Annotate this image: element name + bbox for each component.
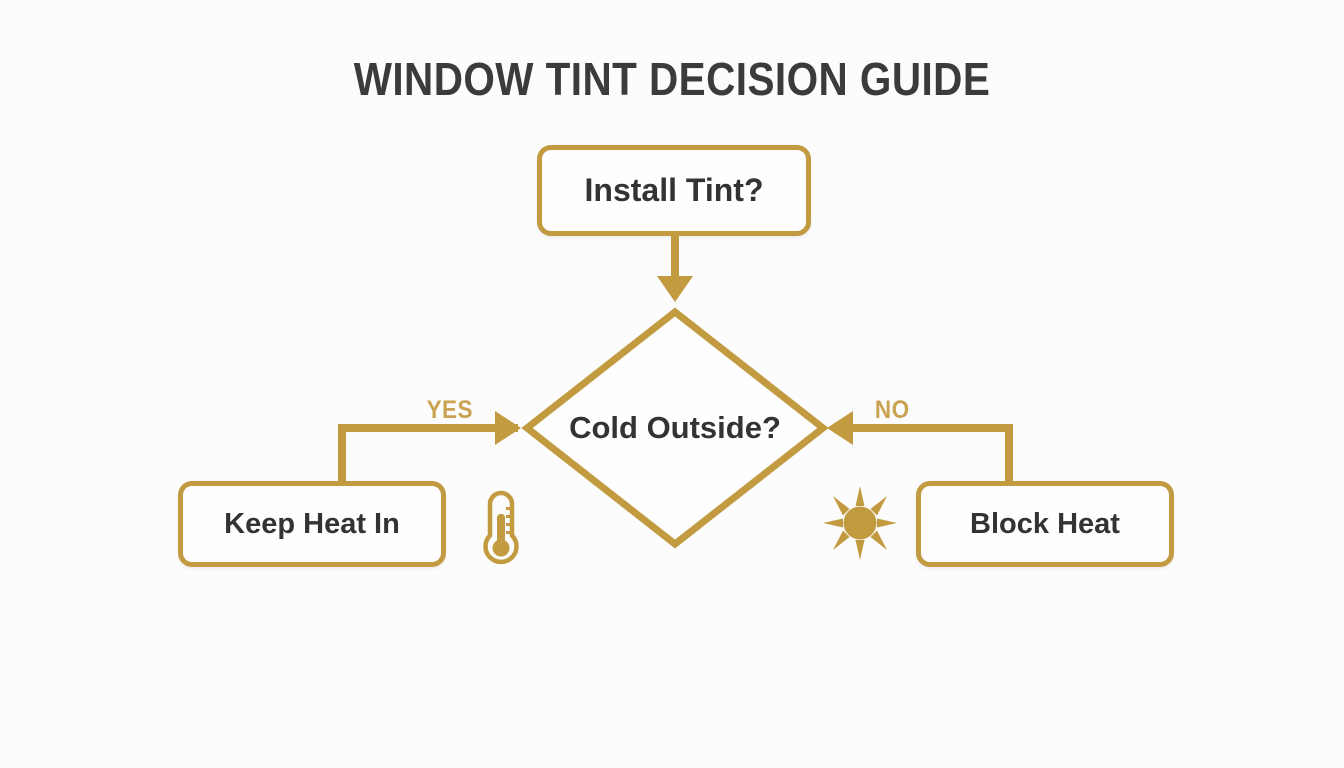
page-title: WINDOW TINT DECISION GUIDE (353, 53, 991, 105)
node-keep-heat-in-label: Keep Heat In (224, 507, 400, 540)
node-cold-outside[interactable]: Cold Outside? (521, 306, 829, 550)
thermometer-icon (479, 487, 523, 567)
arrow-left-icon (827, 411, 853, 445)
edge-label-no: NO (874, 396, 910, 424)
node-block-heat[interactable]: Block Heat (916, 481, 1174, 567)
diamond-shape (521, 307, 829, 549)
arrow-down-icon (657, 276, 693, 302)
node-block-heat-label: Block Heat (970, 507, 1120, 540)
connector-cold-to-keep-heat-vertical (338, 424, 346, 484)
sun-icon (818, 484, 902, 562)
arrow-right-icon (495, 411, 521, 445)
node-cold-outside-label: Cold Outside? (569, 410, 781, 445)
node-install-tint-label: Install Tint? (584, 172, 764, 208)
node-keep-heat-in[interactable]: Keep Heat In (178, 481, 446, 567)
connector-cold-to-block-heat-horizontal (833, 424, 1013, 432)
connector-cold-to-block-heat-vertical (1005, 424, 1013, 484)
edge-label-yes: YES (426, 396, 473, 424)
connector-install-to-cold (671, 236, 679, 281)
connector-cold-to-keep-heat-horizontal (338, 424, 518, 432)
node-install-tint[interactable]: Install Tint? (537, 145, 811, 236)
